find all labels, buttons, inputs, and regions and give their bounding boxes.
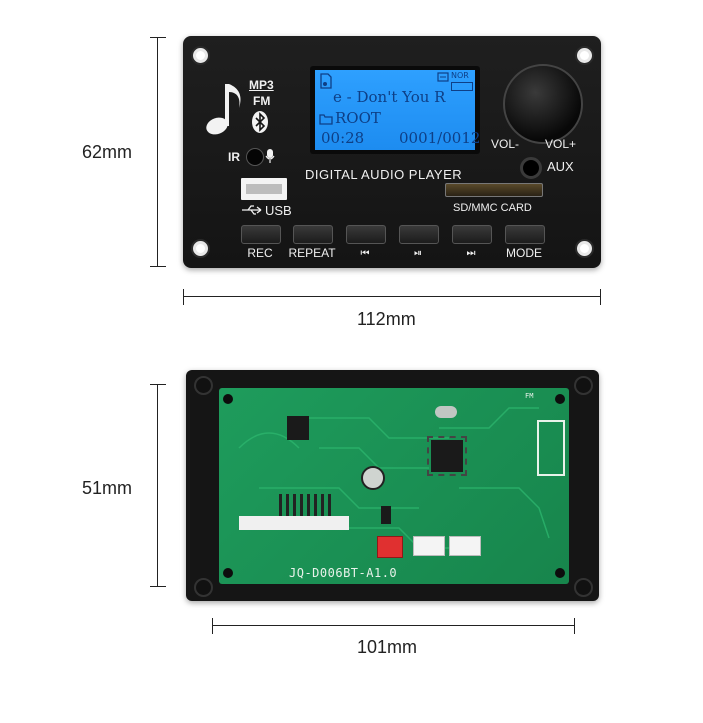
rec-button-label: REC [247,246,273,260]
card-connector [239,516,349,530]
lcd-bars-icon [451,82,473,91]
back-screw-bottom-left [194,578,213,597]
model-number-label: JQ-D006BT-A1.0 [289,566,398,580]
lcd-screen: NOR e - Don't You R ROOT 00:28 0001/0012 [315,70,480,150]
bluetooth-icon [252,111,268,133]
main-ic-chip [427,436,467,476]
lcd-folder-line: ROOT [335,109,381,127]
fm-antenna-pad [537,420,565,476]
next-button-icon: ⏭ [466,248,476,259]
front-height-line [150,37,166,267]
usb-port-inner [246,184,282,194]
mode-indicator-icon [437,72,449,82]
circuit-board: FM JQ-D006BT-A1.0 [219,388,569,584]
music-file-icon [320,73,332,89]
pcb-hole [223,568,233,578]
back-width-label: 101mm [357,637,418,657]
white-connector-2 [449,536,481,556]
front-width-line [183,289,601,305]
back-screw-top-right [574,376,593,395]
pcb-hole [555,568,565,578]
lcd-time: 00:28 [321,129,365,147]
screw-top-right [575,46,594,65]
mode-button-label: MODE [506,246,542,260]
back-panel: FM JQ-D006BT-A1.0 [186,370,599,601]
device-title: DIGITAL AUDIO PLAYER [305,167,463,182]
play-pause-button-icon: ⏯ [414,248,422,259]
sd-card-label: SD/MMC CARD [453,202,532,214]
next-button[interactable] [452,225,492,244]
sd-card-slot[interactable] [445,183,543,197]
rec-button[interactable] [241,225,281,244]
front-width-label: 112mm [357,309,416,329]
screw-top-left [191,46,210,65]
mode-button[interactable] [505,225,545,244]
pcb-hole [555,394,565,404]
aux-jack[interactable] [520,157,542,179]
music-note-icon [206,84,241,135]
repeat-button[interactable] [293,225,333,244]
screw-bottom-left [191,239,210,258]
vol-plus-label: VOL+ [545,137,577,151]
lcd-track-count: 0001/0012 [399,129,481,147]
white-connector-1 [413,536,445,556]
prev-button[interactable] [346,225,386,244]
usb-port[interactable] [241,178,287,200]
volume-knob[interactable] [503,64,583,144]
red-jumper [377,536,403,558]
fm-logo-text: FM [253,94,271,108]
front-height-label: 62mm [82,142,133,162]
ir-sensor [246,148,264,166]
back-width-line [212,618,575,634]
transistor [381,506,391,524]
front-panel: MP3 FM IR NOR e - Don't You R ROOT [183,36,601,268]
usb-label: USB [265,203,292,218]
back-height-line [150,384,166,587]
crystal [435,406,457,418]
back-height-label: 51mm [82,478,133,498]
back-screw-bottom-right [574,578,593,597]
mp3-logo-text: MP3 [249,78,274,92]
repeat-button-label: REPEAT [288,246,336,260]
lcd-display: NOR e - Don't You R ROOT 00:28 0001/0012 [310,66,480,154]
folder-icon [319,114,333,125]
lcd-track-line: e - Don't You R [333,88,446,106]
capacitor [361,466,385,490]
lcd-mode-badge: NOR [451,71,469,80]
voltage-regulator [287,416,309,440]
connector-pins [279,494,331,516]
fm-silk-label: FM [525,392,534,400]
prev-button-icon: ⏮ [360,248,370,259]
play-pause-button[interactable] [399,225,439,244]
usb-icon [242,205,262,215]
back-screw-top-left [194,376,213,395]
screw-bottom-right [575,239,594,258]
ir-label: IR [228,150,240,164]
pcb-hole [223,394,233,404]
aux-label: AUX [547,159,574,174]
microphone-icon [265,149,275,163]
vol-minus-label: VOL- [491,137,520,151]
